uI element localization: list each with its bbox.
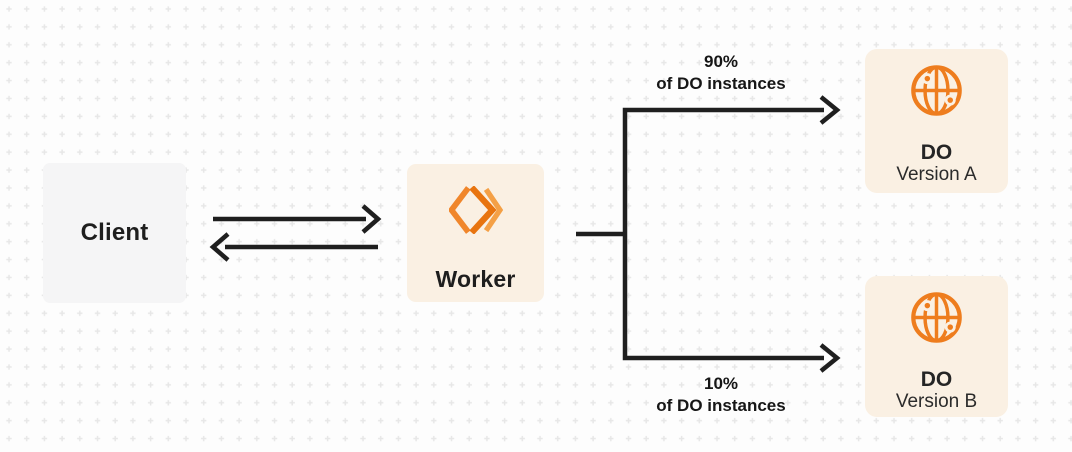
bottom-branch-percentage: 10% xyxy=(703,374,739,393)
globe-icon xyxy=(909,63,964,118)
worker-node: Worker xyxy=(407,164,544,302)
client-label: Client xyxy=(80,219,149,246)
top-branch-caption: of DO instances xyxy=(656,74,786,93)
do-b-title: DO xyxy=(920,368,953,391)
arrowhead-to-do-a xyxy=(819,95,841,125)
do-b-subtitle: Version B xyxy=(895,391,978,412)
arrow-worker-to-client-head xyxy=(209,232,230,262)
do-version-b-node: DO Version B xyxy=(865,276,1008,417)
do-version-a-node: DO Version A xyxy=(865,49,1008,193)
top-branch-label: 90% of DO instances xyxy=(571,51,871,95)
arrow-client-to-worker-head xyxy=(361,204,382,234)
do-a-title: DO xyxy=(920,141,953,164)
workers-logo-icon xyxy=(447,185,503,235)
worker-label: Worker xyxy=(435,266,516,292)
do-a-subtitle: Version A xyxy=(896,164,977,185)
top-branch-percentage: 90% xyxy=(703,52,739,71)
bottom-branch-label: 10% of DO instances xyxy=(571,373,871,417)
client-node: Client xyxy=(43,163,186,303)
branch-connector xyxy=(622,107,824,361)
arrowhead-to-do-b xyxy=(819,343,841,373)
globe-icon xyxy=(909,290,964,345)
bottom-branch-caption: of DO instances xyxy=(656,396,786,415)
